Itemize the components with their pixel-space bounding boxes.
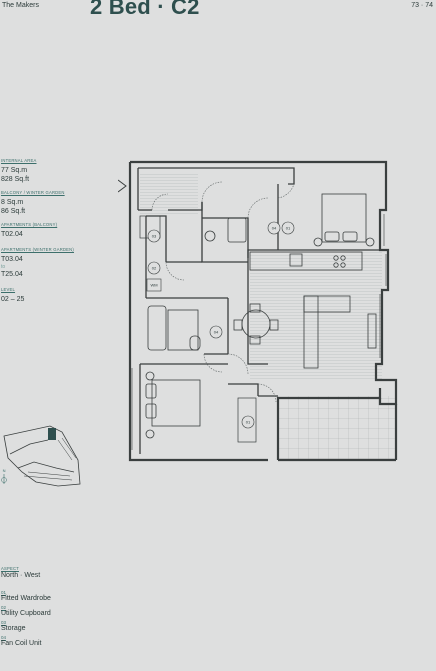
legend-number: 01 <box>1 590 7 595</box>
legend-item: 02 Utility Cupboard <box>1 605 121 617</box>
svg-text:04: 04 <box>214 330 219 335</box>
plan-tag: WM <box>146 278 162 292</box>
plan-tag: 04 <box>209 325 223 339</box>
floor-plan: 03 02 WM 04 01 04 01 <box>118 160 398 462</box>
hob-icon <box>333 255 346 268</box>
apartments-winter-label: APARTMENTS (WINTER GARDEN) <box>1 247 74 252</box>
page-numbers: 73 · 74 <box>411 2 433 9</box>
balcony-sqft: 86 Sq.ft <box>1 208 26 215</box>
apartments-winter-from: T03.04 <box>1 256 23 263</box>
plan-tag: 04 <box>267 221 281 235</box>
aspect-value: North · West <box>1 572 41 579</box>
dining-table-icon <box>233 303 279 345</box>
sofa-icon <box>303 295 377 369</box>
legend-item: 01 Fitted Wardrobe <box>1 590 121 602</box>
level-label: LEVEL <box>1 287 16 292</box>
internal-area-sqm: 77 Sq.m <box>1 167 28 174</box>
apartments-winter-to: T25.04 <box>1 271 23 278</box>
brand-name: The Makers <box>2 2 39 9</box>
svg-text:03: 03 <box>152 234 157 239</box>
key-plan-highlight <box>48 428 56 440</box>
internal-area-label: INTERNAL AREA <box>1 158 37 163</box>
legend-number: 03 <box>1 620 7 625</box>
legend-panel: ASPECT North · West 01 Fitted Wardrobe 0… <box>1 566 121 647</box>
legend-number: 04 <box>1 635 7 640</box>
legend-label: Storage <box>1 625 26 632</box>
svg-text:04: 04 <box>272 226 277 231</box>
bed-icon <box>313 193 375 247</box>
apartments-balcony-value: T02.04 <box>1 231 23 238</box>
spec-panel: INTERNAL AREA 77 Sq.m 828 Sq.ft BALCONY … <box>1 158 86 304</box>
legend-item: 04 Fan Coil Unit <box>1 635 121 647</box>
bed-icon <box>145 371 201 439</box>
balcony-label: BALCONY / WINTER GARDEN <box>1 190 65 195</box>
internal-area-sqft: 828 Sq.ft <box>1 176 30 183</box>
balcony-sqm: 8 Sq.m <box>1 199 24 206</box>
plan-tag: 02 <box>147 261 161 275</box>
apartments-winter-to-word: to <box>1 264 6 270</box>
page-title: 2 Bed · C2 <box>90 0 200 19</box>
living-floor <box>250 250 382 380</box>
entrance-arrow-icon <box>118 179 127 193</box>
plan-tag: 01 <box>281 221 295 235</box>
legend-label: Fan Coil Unit <box>1 640 42 647</box>
plan-tag: 01 <box>241 415 255 429</box>
apartments-balcony-label: APARTMENTS (BALCONY) <box>1 222 58 227</box>
legend-label: Utility Cupboard <box>1 610 51 617</box>
svg-text:01: 01 <box>246 420 251 425</box>
hall-floor <box>140 172 198 216</box>
level-value: 02 – 25 <box>1 296 25 303</box>
balcony-terrace <box>278 396 396 460</box>
plan-tag: 03 <box>147 229 161 243</box>
legend-label: Fitted Wardrobe <box>1 595 51 602</box>
legend-number: 02 <box>1 605 7 610</box>
north-arrow-icon: N <box>1 468 7 484</box>
north-label: N <box>3 468 6 473</box>
legend-item: 03 Storage <box>1 620 121 632</box>
svg-text:WM: WM <box>150 283 157 288</box>
svg-text:02: 02 <box>152 266 157 271</box>
aspect-label: ASPECT <box>1 566 19 571</box>
kitchen-counter <box>249 251 363 271</box>
bathroom-fixtures <box>147 217 247 351</box>
key-plan: N <box>1 425 81 487</box>
svg-text:01: 01 <box>286 226 291 231</box>
